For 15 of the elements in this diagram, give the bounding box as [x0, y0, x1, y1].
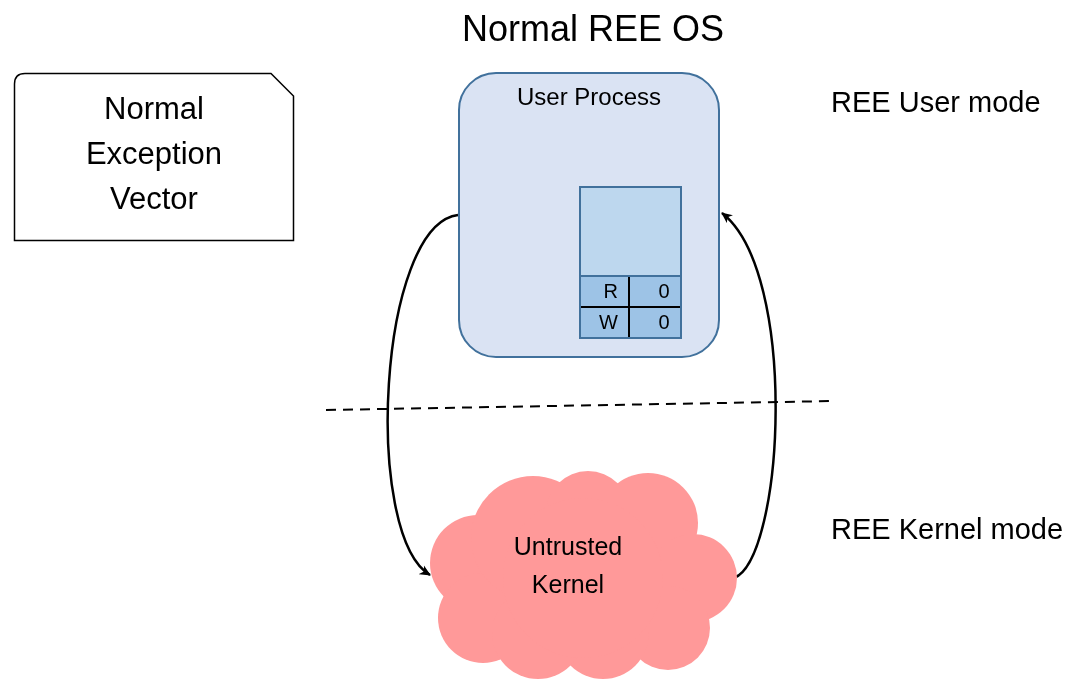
memory-table — [578, 185, 682, 339]
mode-label: REE Kernel mode — [831, 512, 1064, 547]
diagram-title: Normal REE OS — [460, 7, 726, 51]
process-box — [458, 72, 720, 358]
table-cell: 0 — [630, 276, 680, 308]
snipped-corner-box — [13, 72, 295, 242]
node-label: Untrusted Kernel — [512, 531, 624, 600]
node-label: Normal Exception Vector — [84, 89, 224, 218]
table-cell-text: 0 — [657, 310, 671, 335]
table-cell: W — [580, 307, 630, 337]
curved-arrow — [386, 213, 459, 576]
curved-arrow — [721, 212, 777, 579]
table-cell: R — [580, 276, 630, 308]
node-label: User Process — [515, 82, 662, 112]
mode-label: REE User mode — [831, 85, 1041, 120]
